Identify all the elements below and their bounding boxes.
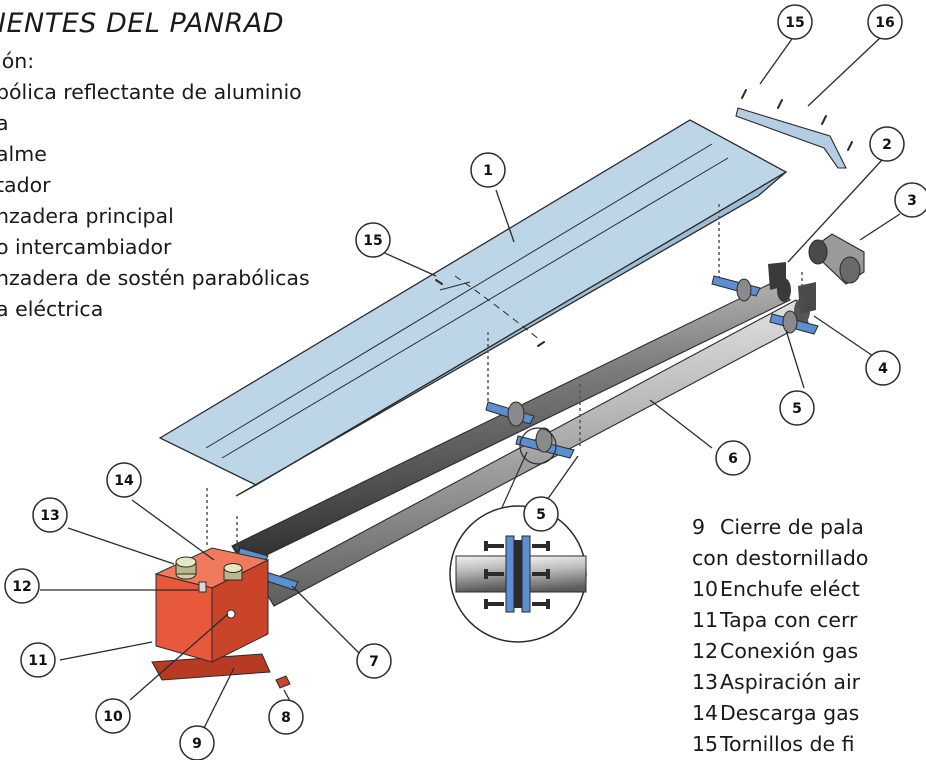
legend-item: alme — [0, 142, 47, 166]
callout-label: 9 — [192, 736, 202, 752]
callout-5-center: 5 — [523, 496, 559, 532]
callout-16: 16 — [867, 4, 903, 40]
callout-label: 13 — [40, 508, 59, 524]
legend-item-15: 15Tornillos de fi — [692, 729, 868, 760]
legend-item-14: 14Descarga gas — [692, 698, 868, 729]
tube-rings — [507, 278, 798, 453]
burner-box — [151, 547, 271, 681]
reflector-lower-face — [235, 171, 787, 497]
callout-label: 15 — [363, 233, 382, 249]
legend-item: a eléctrica — [0, 297, 104, 321]
callout-label: 14 — [114, 473, 134, 489]
callout-3: 3 — [894, 182, 926, 218]
callout-label: 6 — [728, 451, 738, 467]
callout-label: 2 — [882, 137, 892, 153]
callout-14: 14 — [106, 462, 142, 498]
legend-item-13: 13Aspiración air — [692, 667, 868, 698]
legend-item: nzadera de sostén parabólicas — [0, 266, 310, 290]
detail-circle-small — [519, 427, 557, 465]
diagram-title: ONENTES DEL PANRAD — [0, 8, 285, 39]
callout-13: 13 — [32, 497, 68, 533]
handle-key — [275, 675, 291, 689]
elbow-fitting — [808, 233, 865, 285]
callout-15-cover: 15 — [777, 4, 813, 40]
legend-item: a — [0, 111, 9, 135]
legend-item: bólica reflectante de aluminio — [0, 80, 302, 104]
electric-socket — [226, 609, 236, 619]
legend-item: nzadera principal — [0, 204, 174, 228]
reflector-join-line — [439, 281, 471, 291]
reflector-ridge-line — [205, 143, 713, 449]
legend-item: tador — [0, 173, 51, 197]
legend-number: 9 — [692, 515, 706, 539]
callout-2: 2 — [869, 126, 905, 162]
reflector-ridge-line — [221, 157, 729, 459]
leader-lines — [40, 35, 901, 729]
tube-end-flange — [768, 262, 786, 290]
detail-flange-left — [505, 535, 515, 613]
legend-text: Tapa con cerr — [720, 608, 858, 632]
hanging-chains — [206, 204, 803, 570]
callout-label: 3 — [907, 193, 917, 209]
callout-8: 8 — [268, 699, 304, 735]
callout-label: 16 — [875, 15, 894, 31]
legend-text: Descarga gas — [720, 701, 860, 725]
elbow-opening — [808, 239, 828, 265]
callout-12: 12 — [4, 568, 40, 604]
callout-11: 11 — [20, 642, 56, 678]
legend-text: Conexión gas — [720, 639, 859, 663]
legend-item: o intercambiador — [0, 235, 172, 259]
component-legend-left: ión: bólica reflectante de aluminio a al… — [0, 46, 310, 325]
callout-label: 12 — [12, 579, 31, 595]
legend-text: con destornillado — [692, 546, 869, 570]
callout-label: 1 — [483, 163, 493, 179]
legend-item-9: 9 Cierre de pala — [692, 512, 868, 543]
detail-gasket — [514, 540, 522, 608]
legend-text: Cierre de pala — [720, 515, 864, 539]
component-legend-right: 9 Cierre de pala con destornillado 10Ench… — [692, 512, 868, 760]
callout-4: 4 — [865, 350, 901, 386]
end-cover — [735, 107, 847, 169]
callout-label: 15 — [785, 15, 804, 31]
callout-label: 5 — [536, 507, 546, 523]
gas-connection — [198, 581, 207, 593]
callout-15-reflector: 15 — [355, 222, 391, 258]
legend-text: Enchufe eléct — [720, 577, 860, 601]
legend-item-12: 12Conexión gas — [692, 636, 868, 667]
legend-item-9-continued: con destornillado — [692, 543, 868, 574]
legend-text: Aspiración air — [720, 670, 861, 694]
detail-flange-right — [521, 535, 531, 613]
callout-10: 10 — [95, 698, 131, 734]
callout-9: 9 — [179, 725, 215, 760]
screws — [435, 89, 853, 347]
callout-label: 11 — [28, 653, 47, 669]
legend-item-11: 11Tapa con cerr — [692, 605, 868, 636]
legend-item-10: 10Enchufe eléct — [692, 574, 868, 605]
detail-leader — [499, 451, 528, 513]
coupling-detail-view — [449, 427, 587, 643]
callout-6: 6 — [715, 440, 751, 476]
callout-label: 4 — [878, 361, 888, 377]
legend-text: Tornillos de fi — [720, 732, 855, 756]
lower-tube — [261, 299, 809, 607]
detail-bolts — [484, 541, 550, 609]
callout-label: 7 — [369, 654, 379, 670]
callout-label: 10 — [103, 709, 123, 725]
burner-side — [211, 559, 269, 663]
callout-1: 1 — [470, 152, 506, 188]
tube-end-flange — [798, 282, 816, 314]
callout-label: 8 — [281, 710, 291, 726]
parabolic-reflector — [158, 119, 788, 497]
callout-label: 5 — [792, 401, 802, 417]
elbow-opening — [839, 256, 861, 284]
callout-7: 7 — [356, 643, 392, 679]
callout-5-right: 5 — [779, 390, 815, 426]
legend-item: ión: — [0, 49, 35, 73]
